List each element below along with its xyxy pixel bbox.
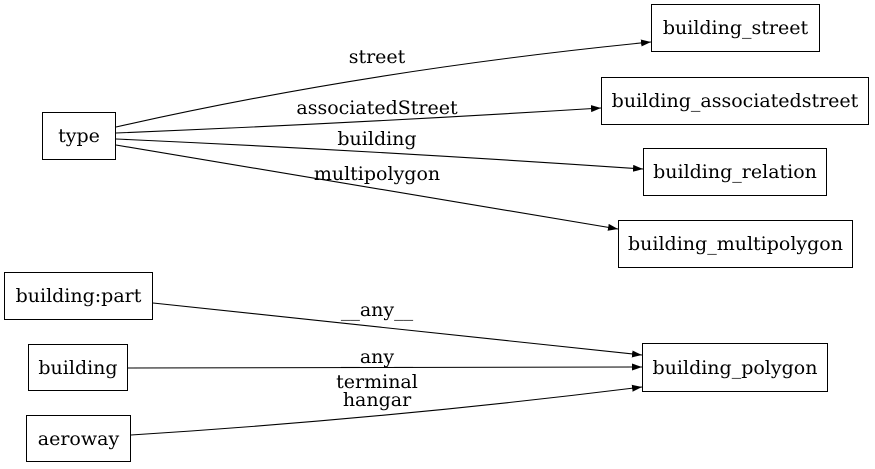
edge-label-building: building — [337, 128, 416, 150]
edge-label-any-1: __any__ — [341, 299, 414, 321]
node-building_associatedstreet: building_associatedstreet — [601, 77, 869, 125]
edge-type-building_associatedstreet — [115, 105, 602, 134]
edge-label-associatedstreet: associatedStreet — [296, 97, 458, 119]
node-building_polygon: building_polygon — [642, 343, 828, 392]
node-aeroway: aeroway — [26, 415, 131, 462]
node-type: type — [42, 112, 116, 160]
edge-label-street: street — [349, 46, 406, 68]
node-building_street: building_street — [651, 4, 820, 52]
edge-buildingpart-building_polygon — [152, 302, 643, 358]
node-building_relation: building_relation — [643, 148, 827, 196]
edge-label-hangar: hangar — [343, 389, 412, 411]
node-building-part: building:part — [4, 272, 153, 320]
edge-label-any-2: __any__ — [341, 346, 414, 368]
node-building: building — [28, 344, 128, 391]
edge-type-building_relation — [115, 138, 644, 172]
edge-building-building_polygon — [127, 363, 643, 371]
node-building_multipolygon: building_multipolygon — [618, 220, 853, 268]
edge-type-building_street — [115, 39, 652, 128]
edge-label-terminal: terminal — [336, 371, 418, 393]
edge-aeroway-building_polygon — [130, 384, 643, 436]
edge-type-building_multipolygon — [115, 144, 619, 231]
edge-label-multipolygon: multipolygon — [314, 163, 440, 185]
